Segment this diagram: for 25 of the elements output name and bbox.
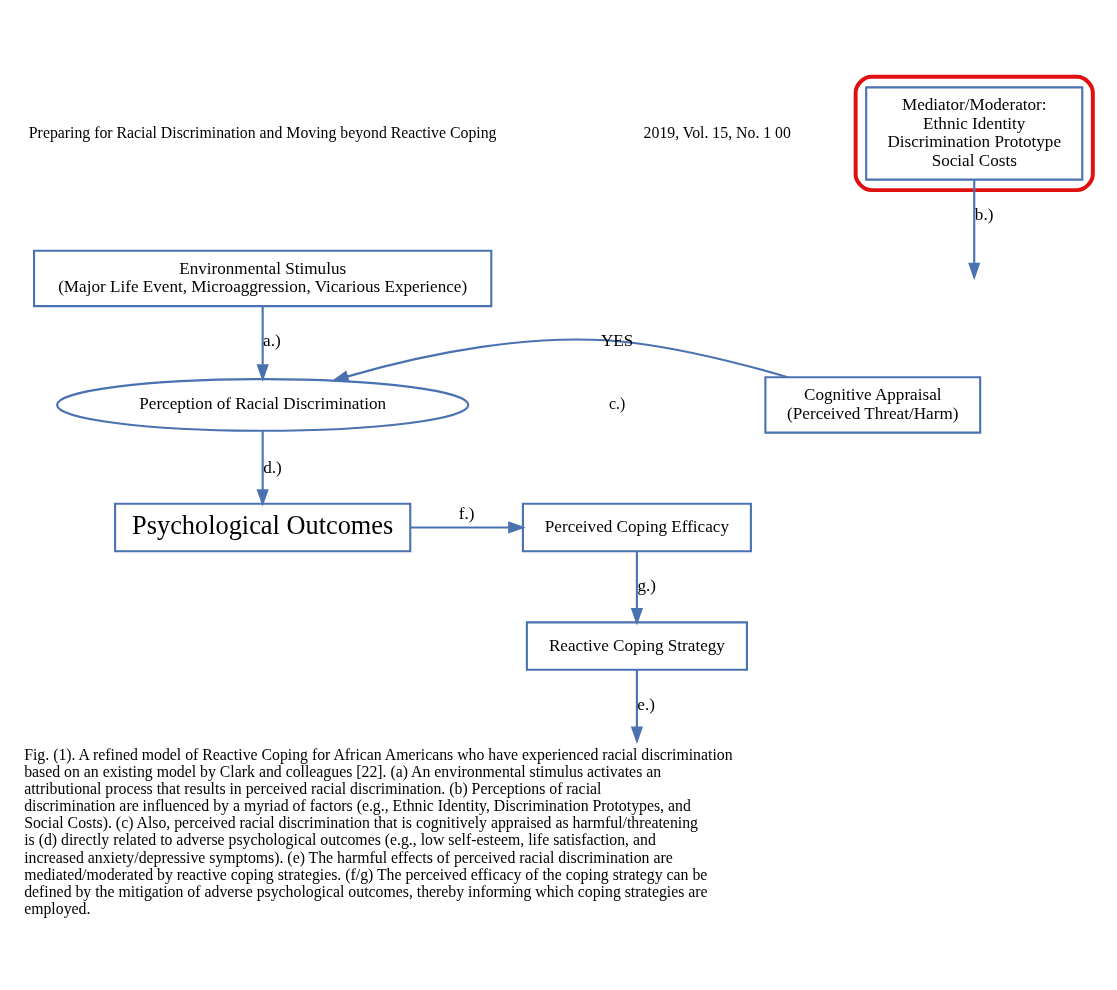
arrow: [256, 306, 269, 382]
edge-label: f.): [458, 503, 475, 523]
node-box: Perceived Coping Efficacy: [521, 502, 752, 553]
arrow: [256, 431, 269, 507]
arrow: [968, 179, 981, 281]
arrow: [331, 338, 788, 383]
label: c.): [609, 395, 626, 413]
edge-label: b.): [974, 204, 994, 224]
cluster: [853, 74, 1095, 193]
node-box: Reactive Coping Strategy: [525, 621, 748, 671]
arrow: [410, 521, 526, 534]
edge-label: g.): [637, 576, 657, 596]
edge-label: a.): [263, 331, 281, 351]
node-ellipse: Perception of Racial Discrimination: [56, 378, 470, 432]
label: 2019, Vol. 15, No. 1 00: [643, 123, 791, 141]
edge-label: d.): [263, 457, 282, 477]
node-box: Psychological Outcomes: [114, 502, 412, 553]
node-box: Cognitive Appraisal (Perceived Threat/Harm): [764, 376, 982, 434]
node-box: Mediator/Moderator: Ethnic Identity Discrimination Prototype Social Costs: [865, 86, 1084, 181]
caption: Fig. (1). A refined model of Reactive Coping for African Americans who have experienced racial discrimination based on an existing model by Clark and colleagues [22]. (a) An environmental stimulus activates an attributional process that results in perceived racial discrimination. (b) Perceptions of racial discrimination are influenced by a myriad of factors (e.g., Ethnic Identity, Discrimination Prototypes, and Social Costs). (c) Also, perceived racial discrimination that is cognitively appraised as harmful/threatening is (d) directly related to adverse psychological outcomes (e.g., low self-esteem, life satisfaction, and increased anxiety/depressive symptoms). (e) The harmful effects of perceived racial discrimination are mediated/moderated by reactive coping strategies. (f/g) The perceived efficacy of the coping strategy can be defined by the mitigation of adverse psychological outcomes, thereby informing which coping strategies are employed.: [24, 745, 733, 917]
label: Preparing for Racial Discrimination and Moving beyond Reactive Coping: [28, 123, 497, 141]
arrow: [630, 670, 643, 744]
arrow: [630, 551, 643, 626]
edge-label: e.): [637, 694, 655, 714]
node-box: Environmental Stimulus (Major Life Event, Microaggression, Vicarious Experience): [33, 249, 493, 308]
